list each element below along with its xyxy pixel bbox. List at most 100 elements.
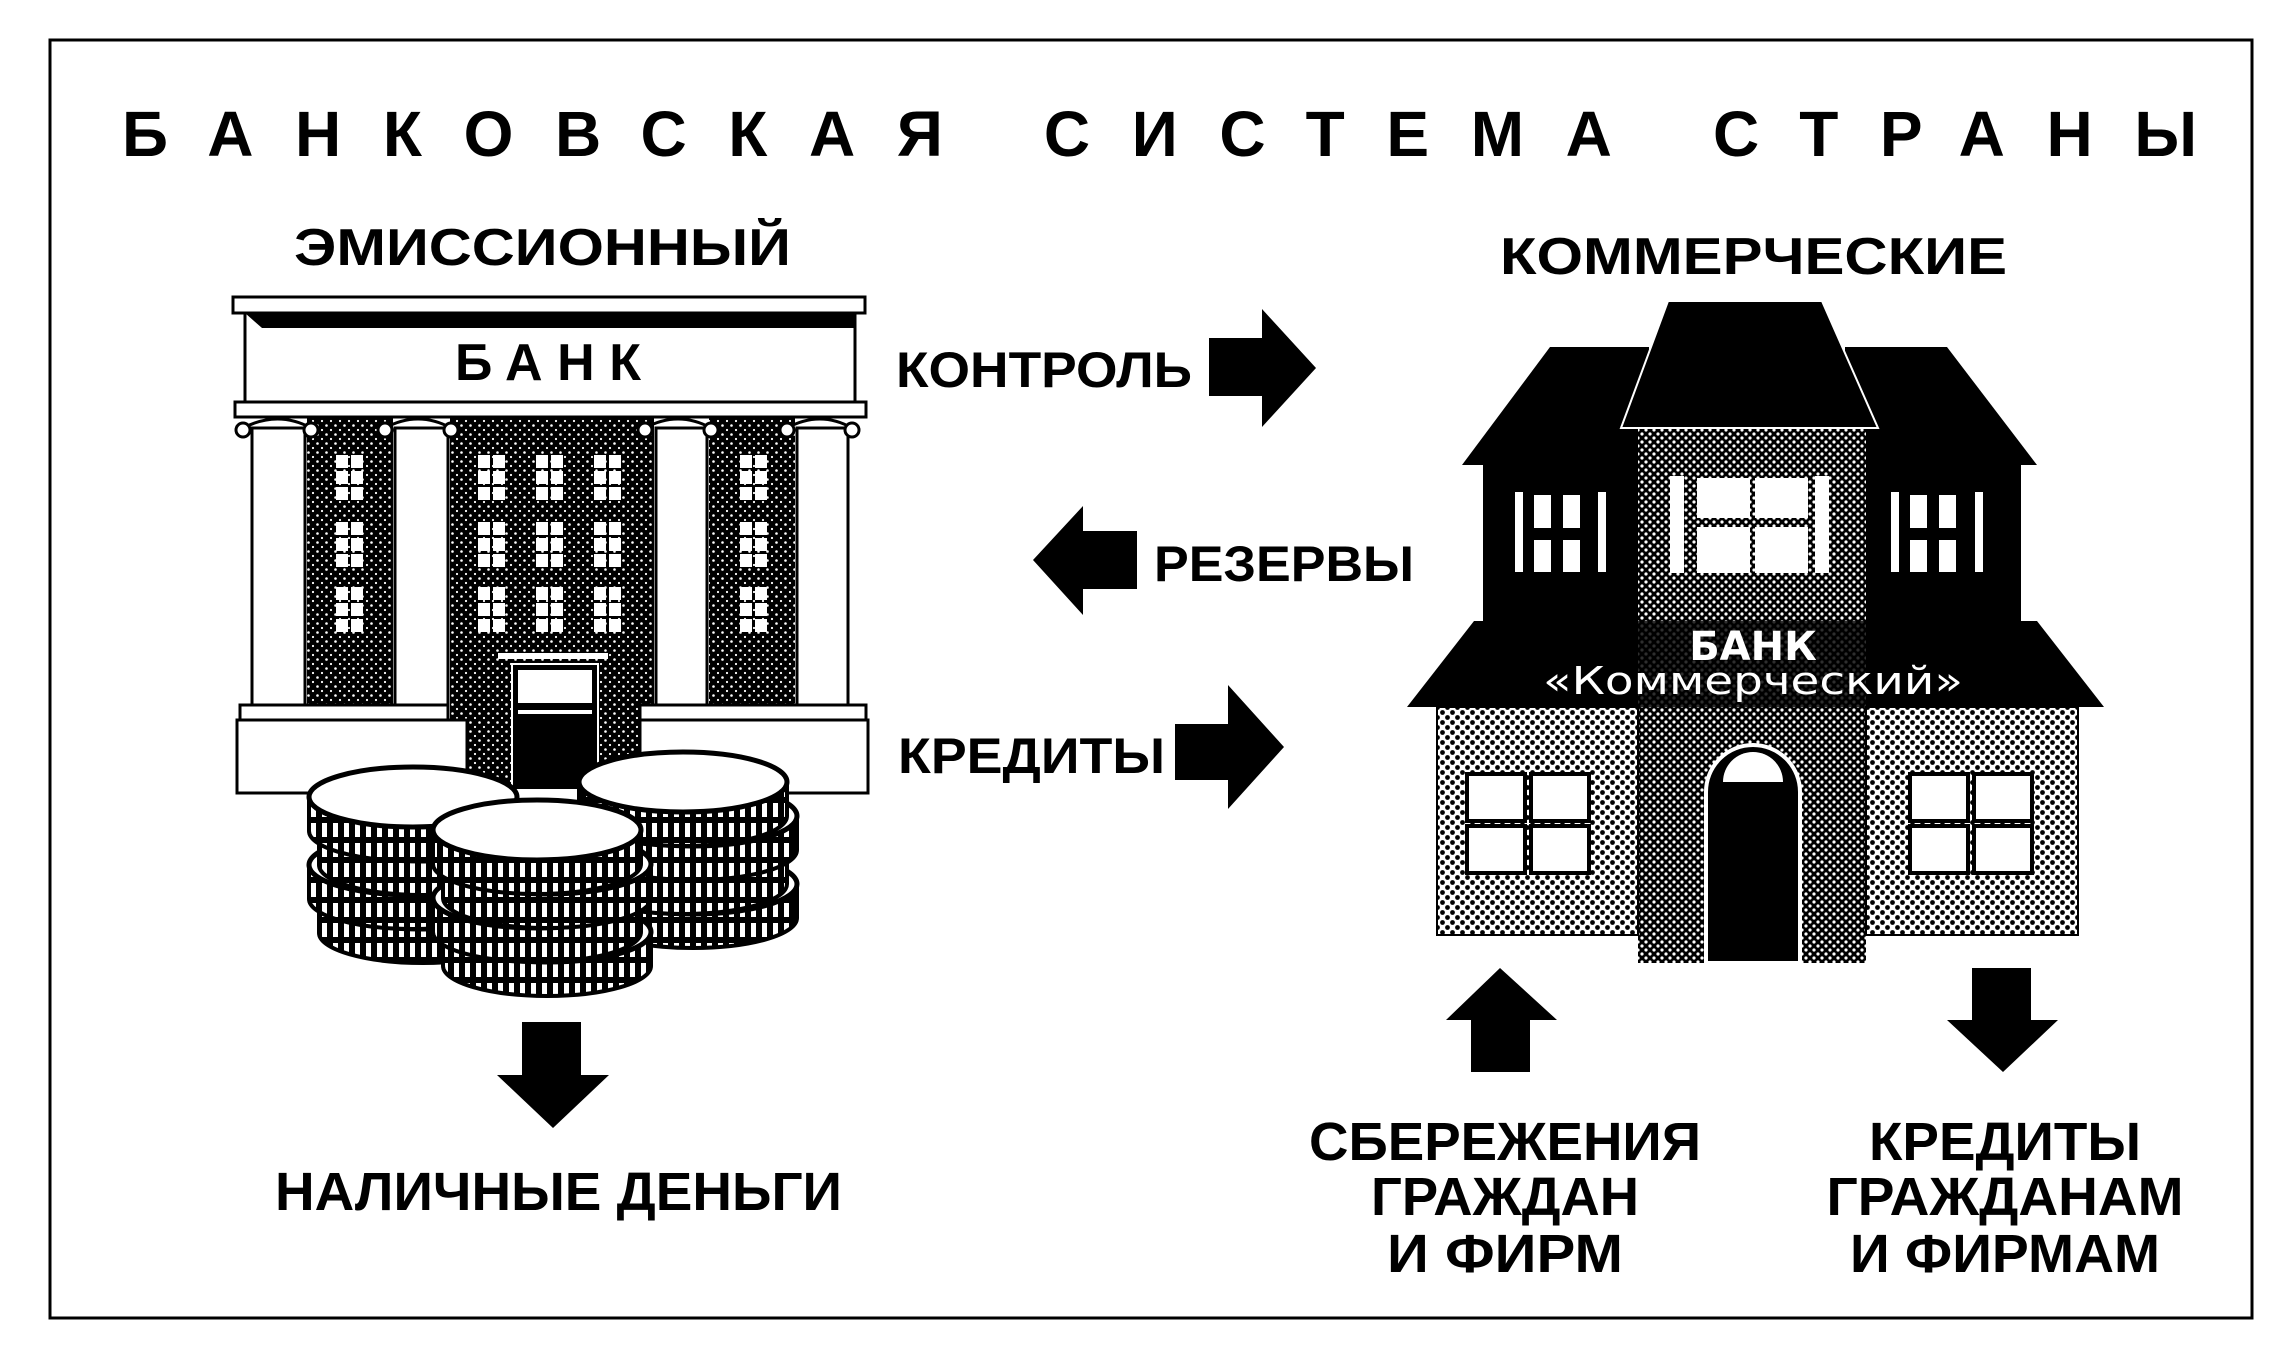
window-pane — [609, 587, 621, 600]
window-pane — [740, 522, 752, 535]
window-pane — [594, 603, 606, 616]
window-pane — [609, 471, 621, 484]
window-pane — [493, 522, 505, 535]
window-pane — [351, 538, 363, 551]
coin-face — [576, 749, 790, 815]
savings-label-line3: И ФИРМ — [1387, 1224, 1623, 1284]
arrow-right-icon — [1209, 309, 1316, 427]
window-pane — [336, 487, 348, 500]
window-pane — [536, 455, 548, 468]
savings-label-line1: СБЕРЕЖЕНИЯ — [1309, 1112, 1701, 1172]
window-pane — [351, 487, 363, 500]
window-pane — [551, 619, 563, 632]
window-pane — [551, 487, 563, 500]
window-pane — [551, 587, 563, 600]
window-pane — [755, 619, 767, 632]
window-pane — [536, 619, 548, 632]
window-pane — [755, 554, 767, 567]
arrow-down-icon — [497, 1022, 609, 1128]
window-pane — [609, 538, 621, 551]
window-pane — [351, 554, 363, 567]
window-pane — [551, 455, 563, 468]
window-pane — [351, 471, 363, 484]
arrow-left-icon — [1033, 506, 1137, 615]
commercial-bank-house-icon: БАНК «Коммерческий» — [1407, 300, 2104, 965]
window-pane — [351, 603, 363, 616]
central-bank-windows — [336, 455, 767, 632]
window-pane — [493, 603, 505, 616]
loans-label: КРЕДИТЫ ГРАЖДАНАМ И ФИРМАМ — [1827, 1112, 2184, 1284]
window-pane — [755, 455, 767, 468]
diagram-title: БАНКОВСКАЯ СИСТЕМА СТРАНЫ — [122, 98, 2197, 170]
window-pane — [740, 471, 752, 484]
window-pane — [551, 554, 563, 567]
window-pane — [351, 619, 363, 632]
window-pane — [740, 538, 752, 551]
loans-label-line1: КРЕДИТЫ — [1869, 1112, 2141, 1172]
window-pane — [740, 487, 752, 500]
window-pane — [351, 455, 363, 468]
window-pane — [493, 487, 505, 500]
commercial-bank-sign-line2: «Коммерческий» — [1543, 659, 1963, 703]
window-pane — [609, 487, 621, 500]
flow-label-reserves: РЕЗЕРВЫ — [1154, 536, 1414, 592]
window-pane — [478, 554, 490, 567]
loans-label-line2: ГРАЖДАНАМ — [1827, 1167, 2184, 1227]
window-pane — [755, 538, 767, 551]
window-pane — [536, 471, 548, 484]
window-pane — [351, 587, 363, 600]
central-bank-building-icon — [231, 295, 870, 795]
window-pane — [755, 471, 767, 484]
window-pane — [594, 554, 606, 567]
arrow-up-icon — [1446, 968, 1557, 1072]
window-pane — [478, 538, 490, 551]
window-pane — [351, 522, 363, 535]
window-pane — [336, 522, 348, 535]
window-pane — [493, 619, 505, 632]
window-pane — [755, 587, 767, 600]
arrow-right-icon — [1175, 685, 1284, 809]
coin-stack — [430, 797, 654, 998]
window-pane — [609, 522, 621, 535]
window-pane — [594, 619, 606, 632]
coins-icon — [306, 749, 800, 998]
cash-label: НАЛИЧНЫЕ ДЕНЬГИ — [275, 1162, 842, 1222]
window-pane — [493, 538, 505, 551]
window-pane — [755, 603, 767, 616]
window-pane — [609, 619, 621, 632]
window-pane — [536, 522, 548, 535]
window-pane — [755, 522, 767, 535]
window-pane — [594, 455, 606, 468]
window-pane — [478, 522, 490, 535]
flow-label-control: КОНТРОЛЬ — [896, 342, 1192, 398]
emission-bank-heading: ЭМИССИОННЫЙ — [294, 218, 791, 277]
window-pane — [493, 455, 505, 468]
window-pane — [493, 471, 505, 484]
window-pane — [551, 522, 563, 535]
window-pane — [478, 487, 490, 500]
window-pane — [609, 554, 621, 567]
flow-label-credits: КРЕДИТЫ — [898, 728, 1165, 784]
commercial-bank-sign-line1: БАНК — [1689, 624, 1817, 670]
savings-label: СБЕРЕЖЕНИЯ ГРАЖДАН И ФИРМ — [1309, 1112, 1701, 1284]
window-pane — [755, 487, 767, 500]
flow-credits: КРЕДИТЫ — [898, 685, 1284, 809]
window-pane — [478, 619, 490, 632]
window-pane — [536, 487, 548, 500]
window-pane — [740, 587, 752, 600]
window-pane — [609, 603, 621, 616]
window-pane — [740, 619, 752, 632]
window-pane — [594, 487, 606, 500]
window-pane — [551, 471, 563, 484]
window-pane — [609, 455, 621, 468]
flow-reserves: РЕЗЕРВЫ — [1033, 506, 1414, 615]
window-pane — [740, 603, 752, 616]
window-pane — [478, 455, 490, 468]
window-pane — [336, 603, 348, 616]
window-pane — [336, 587, 348, 600]
commercial-banks-heading: КОММЕРЧЕСКИЕ — [1500, 228, 2007, 286]
window-pane — [536, 554, 548, 567]
window-pane — [336, 471, 348, 484]
window-pane — [536, 587, 548, 600]
coin-face — [430, 797, 644, 863]
